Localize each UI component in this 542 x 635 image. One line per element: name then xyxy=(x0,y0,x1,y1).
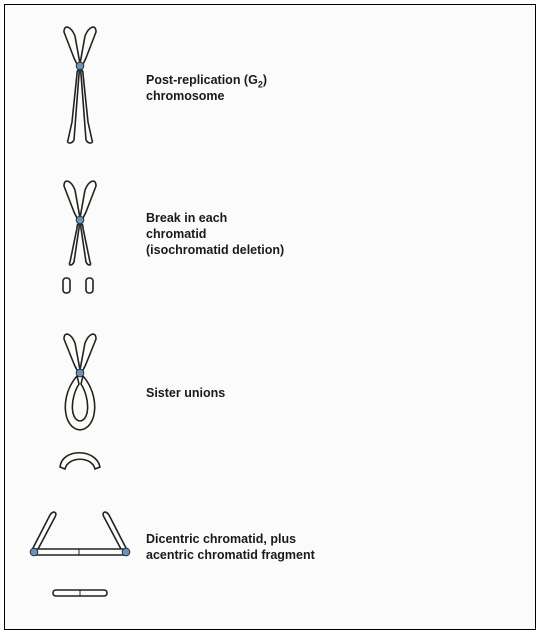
g2-chromosome xyxy=(64,27,96,143)
dicentric-label: Dicentric chromatid, plus acentric chrom… xyxy=(146,531,315,563)
g2-centromere xyxy=(76,62,84,70)
isochromatid-label: Break in each chromatid (isochromatid de… xyxy=(146,210,284,258)
fragment-right xyxy=(86,278,93,293)
fragment-left xyxy=(63,278,70,293)
g2-label: Post-replication (G2) chromosome xyxy=(146,72,267,104)
isochromatid-chromosome xyxy=(63,181,96,293)
dicentric-centromere-left xyxy=(30,548,38,556)
sister-label: Sister unions xyxy=(146,385,225,401)
sister-union-chromosome xyxy=(60,334,100,469)
sister-fragment xyxy=(60,453,100,469)
dicentric-centromere-right xyxy=(122,548,130,556)
dicentric-chromatid xyxy=(30,512,130,596)
sister-centromere xyxy=(76,369,84,377)
isochromatid-centromere xyxy=(76,216,84,224)
